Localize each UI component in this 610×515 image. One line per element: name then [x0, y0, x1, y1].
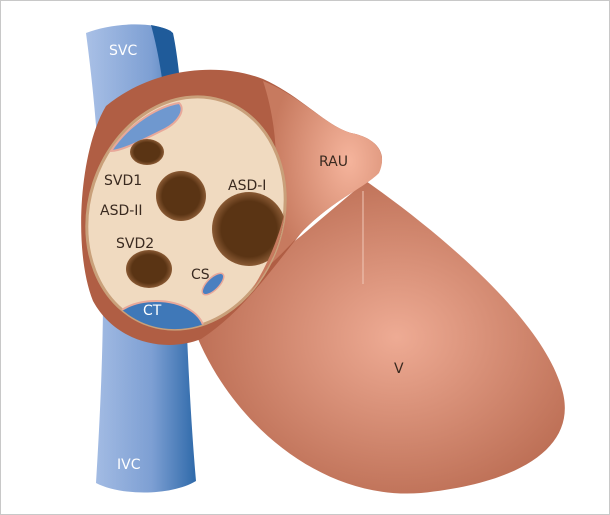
label-ivc: IVC	[117, 457, 141, 473]
right-atrial-appendage	[251, 81, 383, 281]
label-rau: RAU	[319, 154, 348, 170]
label-asd1: ASD-I	[228, 178, 266, 194]
ventricle	[191, 181, 565, 494]
label-cs: CS	[191, 267, 210, 283]
svd2-defect	[126, 250, 172, 288]
asd1-defect	[212, 192, 286, 266]
asd2-defect	[156, 171, 206, 221]
label-v: V	[394, 361, 404, 377]
label-svc: SVC	[109, 43, 137, 59]
svd1-defect	[130, 139, 164, 165]
cs-orifice	[201, 272, 225, 296]
label-svd2: SVD2	[116, 236, 154, 252]
label-svd1: SVD1	[104, 173, 142, 189]
label-ct: CT	[143, 303, 162, 319]
label-asd2: ASD-II	[100, 203, 143, 219]
